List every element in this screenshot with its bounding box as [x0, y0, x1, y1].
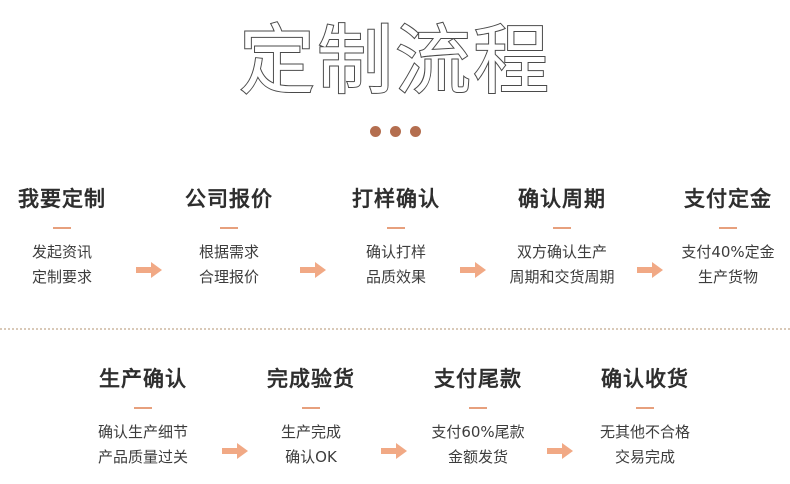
step-desc-line: 周期和交货周期	[509, 268, 615, 286]
dot-icon	[409, 126, 421, 137]
step-divider	[469, 407, 487, 409]
step-desc-line: 确认打样	[365, 243, 426, 261]
dot-icon	[369, 126, 381, 137]
arrow-right-icon	[381, 443, 407, 459]
step-title: 支付尾款	[434, 367, 522, 391]
step-custom-request: 我要定制 发起资讯 定制要求	[0, 184, 142, 290]
step-desc-line: 生产完成	[280, 423, 341, 441]
step-divider	[134, 407, 152, 409]
step-title: 支付定金	[684, 187, 772, 211]
step-title: 确认收货	[601, 367, 689, 391]
dot-icon	[389, 126, 401, 137]
step-divider	[220, 227, 238, 229]
step-quote: 公司报价 根据需求 合理报价	[149, 184, 309, 290]
arrow-right-icon	[460, 262, 486, 278]
decorative-dots	[0, 126, 790, 138]
step-desc-line: 支付60%尾款	[431, 423, 525, 441]
step-desc-line: 交易完成	[614, 448, 675, 466]
step-desc-line: 生产货物	[697, 268, 758, 286]
arrow-right-icon	[547, 443, 573, 459]
arrow-right-icon	[136, 262, 162, 278]
step-divider	[553, 227, 571, 229]
step-production-confirm: 生产确认 确认生产细节 产品质量过关	[63, 364, 223, 470]
step-title: 打样确认	[352, 187, 440, 211]
step-desc-line: 确认生产细节	[97, 423, 188, 441]
step-desc-line: 无其他不合格	[599, 423, 690, 441]
page-title: 定制流程	[238, 15, 551, 106]
step-divider	[636, 407, 654, 409]
step-divider	[719, 227, 737, 229]
step-desc-line: 定制要求	[31, 268, 92, 286]
step-receipt: 确认收货 无其他不合格 交易完成	[565, 364, 725, 470]
arrow-right-icon	[222, 443, 248, 459]
step-desc-line: 双方确认生产	[516, 243, 607, 261]
step-desc-line: 合理报价	[198, 268, 259, 286]
arrow-right-icon	[637, 262, 663, 278]
step-desc-line: 金额发货	[447, 448, 508, 466]
step-title: 我要定制	[18, 187, 106, 211]
step-desc-line: 确认OK	[285, 448, 337, 466]
step-divider	[53, 227, 71, 229]
step-desc-line: 根据需求	[198, 243, 259, 261]
step-inspection: 完成验货 生产完成 确认OK	[231, 364, 391, 470]
section-divider	[0, 328, 790, 330]
step-desc-line: 品质效果	[365, 268, 426, 286]
step-desc-line: 支付40%定金	[681, 243, 775, 261]
step-title: 公司报价	[185, 187, 273, 211]
step-deposit: 支付定金 支付40%定金 生产货物	[648, 184, 790, 290]
step-title: 确认周期	[518, 187, 606, 211]
step-divider	[302, 407, 320, 409]
step-desc-line: 发起资讯	[31, 243, 92, 261]
arrow-right-icon	[300, 262, 326, 278]
step-final-payment: 支付尾款 支付60%尾款 金额发货	[398, 364, 558, 470]
step-sample-confirm: 打样确认 确认打样 品质效果	[316, 184, 476, 290]
step-title: 生产确认	[99, 367, 187, 391]
step-desc-line: 产品质量过关	[97, 448, 188, 466]
step-confirm-schedule: 确认周期 双方确认生产 周期和交货周期	[482, 184, 642, 290]
step-divider	[387, 227, 405, 229]
step-title: 完成验货	[267, 367, 355, 391]
